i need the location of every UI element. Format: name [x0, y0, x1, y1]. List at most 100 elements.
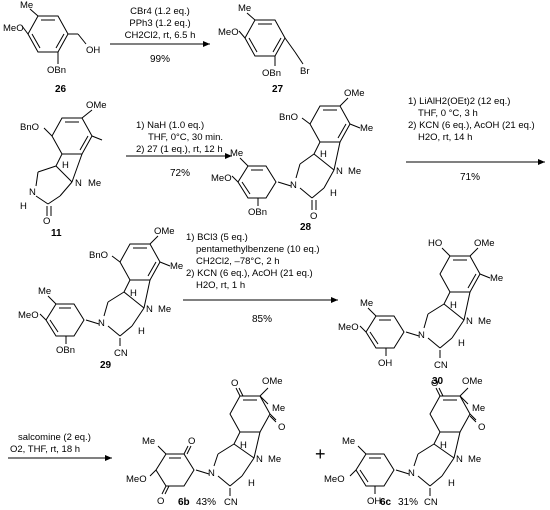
compound-28-label-n: N: [290, 180, 297, 191]
step1-reagent-1: CBr4 (1.2 eq.): [130, 6, 190, 17]
compound-30-id: 30: [432, 376, 444, 387]
compound-6c-label-me: Me: [342, 436, 355, 447]
compound-6b-label-h2: H: [248, 478, 255, 489]
compound-29-label-me: Me: [38, 286, 51, 297]
compound-29-label-n: N: [98, 318, 105, 329]
compound-6b-label-o-top: O: [231, 378, 238, 389]
compound-11-label-ome: OMe: [86, 100, 107, 111]
compound-26-id: 26: [55, 84, 67, 95]
compound-28-label-h2: H: [330, 188, 337, 199]
compound-29-label-ome: OMe: [154, 226, 175, 237]
compound-27-label-br: Br: [300, 66, 310, 77]
compound-30-label-h2: H: [458, 338, 465, 349]
compound-28-label-meo: MeO: [211, 173, 232, 184]
step3-yield: 71%: [460, 172, 480, 183]
compound-6b-label-n: N: [208, 468, 215, 479]
compound-6c-yield: 31%: [398, 497, 418, 508]
compound-30-label-ho: HO: [428, 238, 442, 249]
compound-26-label-meo: MeO: [3, 23, 24, 34]
compound-6b-label-meo: MeO: [126, 474, 147, 485]
compound-29-label-n-bridge: N: [146, 304, 153, 315]
compound-11-label-me: Me: [88, 178, 101, 189]
compound-30-label-meo: MeO: [338, 322, 359, 333]
compound-11-label-bno: BnO: [20, 122, 39, 133]
step2-reagent-2: THF, 0°C, 30 min.: [148, 132, 223, 143]
compound-11-label-h: H: [62, 160, 69, 171]
compound-26-label-me: Me: [20, 0, 33, 11]
compound-29-label-bno: BnO: [89, 250, 108, 261]
compound-29-label-cn: CN: [114, 348, 128, 359]
compound-28-label-nme: Me: [348, 166, 361, 177]
compound-29-label-obn: OBn: [56, 345, 75, 356]
compound-6b-label-me: Me: [142, 436, 155, 447]
compound-6b-label-n-bridge: N: [256, 454, 263, 465]
compound-6b-label-cn: CN: [224, 497, 238, 508]
compound-28-id: 28: [300, 222, 312, 233]
step2-yield: 72%: [170, 168, 190, 179]
compound-30-label-n-bridge: N: [466, 316, 473, 327]
step5-reagent-1: salcomine (2 eq.): [18, 432, 91, 443]
compound-30-label-n: N: [418, 330, 425, 341]
compound-11-label-n: N: [29, 187, 36, 198]
compound-6b-id: 6b: [178, 497, 190, 508]
compound-6b-structure: O OMe Me H N Me N H O CN Me O MeO O: [126, 376, 285, 508]
compound-6b-yield: 43%: [196, 497, 216, 508]
step1-yield: 99%: [150, 54, 170, 65]
compound-6c-label-meo: MeO: [324, 474, 345, 485]
compound-29-label-nme: Me: [158, 304, 171, 315]
compound-29-label-me-ring: Me: [170, 261, 183, 272]
compound-30-label-me-ring: Me: [490, 273, 503, 284]
compound-6c-label-h: H: [440, 440, 447, 451]
plus-sign: +: [315, 444, 326, 464]
compound-6c-label-me-ring: Me: [472, 403, 485, 414]
compound-26-label-obn: OBn: [47, 65, 66, 76]
compound-28-label-bno: BnO: [279, 112, 298, 123]
compound-6b-label-nme: Me: [268, 454, 281, 465]
compound-11-id: 11: [51, 228, 62, 239]
compound-27-structure: Me MeO OBn Br: [218, 3, 310, 79]
step2-reagent-1: 1) NaH (1.0 eq.): [136, 120, 204, 131]
compound-29-label-meo: MeO: [18, 310, 39, 321]
compound-26-structure: Me MeO OBn OH: [3, 0, 100, 76]
compound-6b-label-ome: OMe: [262, 376, 283, 387]
step3-reagent-3: 2) KCN (6 eq.), AcOH (21 eq.): [408, 120, 535, 131]
compound-6c-label-ome: OMe: [462, 376, 483, 387]
compound-27-label-me: Me: [238, 3, 251, 14]
compound-28-label-h: H: [320, 149, 327, 160]
step5-reagent-2: O2, THF, rt, 18 h: [10, 444, 80, 455]
compound-6b-label-me-ring: Me: [272, 403, 285, 414]
compound-6b-label-o-right: O: [278, 422, 285, 433]
compound-6c-label-n-bridge: N: [456, 454, 463, 465]
step3-reagent-1: 1) LiAlH2(OEt)2 (12 eq.): [408, 96, 510, 107]
compound-30-label-h: H: [450, 300, 457, 311]
step4-reagent-2: pentamethylbenzene (10 eq.): [196, 244, 320, 255]
compound-30-label-oh: OH: [378, 358, 392, 369]
step4-reagent-4: 2) KCN (6 eq.), AcOH (21 eq.): [186, 268, 313, 279]
compound-27-label-obn: OBn: [262, 68, 281, 79]
compound-6c-label-o-top: O: [431, 378, 438, 389]
step2-reagent-3: 2) 27 (1 eq.), rt, 12 h: [136, 144, 223, 155]
compound-28-label-ome: OMe: [344, 88, 365, 99]
compound-6c-label-o-right: O: [478, 422, 485, 433]
compound-28-label-n-bridge: N: [336, 166, 343, 177]
compound-30-structure: HO OMe Me H N Me N H CN Me MeO OH: [338, 238, 503, 371]
compound-6c-label-cn: CN: [424, 497, 438, 508]
compound-28-label-me-ring: Me: [360, 123, 373, 134]
step1-reagent-2: PPh3 (1.2 eq.): [129, 18, 190, 29]
step4-reagent-1: 1) BCl3 (5 eq.): [186, 232, 248, 243]
compound-6c-label-n: N: [408, 468, 415, 479]
compound-11-label-h-n: H: [20, 201, 27, 212]
step1-reagent-3: CH2Cl2, rt, 6.5 h: [125, 30, 196, 41]
compound-30-label-cn: CN: [434, 360, 448, 371]
step3-reagent-4: H2O, rt, 14 h: [418, 132, 472, 143]
compound-6c-id: 6c: [380, 497, 392, 508]
compound-28-label-me: Me: [230, 148, 243, 159]
compound-26-label-oh: OH: [86, 45, 100, 56]
step3-reagent-2: THF, 0 °C, 3 h: [418, 108, 478, 119]
compound-27-id: 27: [272, 84, 284, 95]
compound-6c-structure: O OMe Me H N Me N H O CN Me MeO OH: [324, 376, 485, 508]
compound-27-label-meo: MeO: [218, 27, 239, 38]
step4-reagent-3: CH2Cl2, –78°C, 2 h: [196, 256, 280, 267]
compound-29-label-h2: H: [138, 326, 145, 337]
